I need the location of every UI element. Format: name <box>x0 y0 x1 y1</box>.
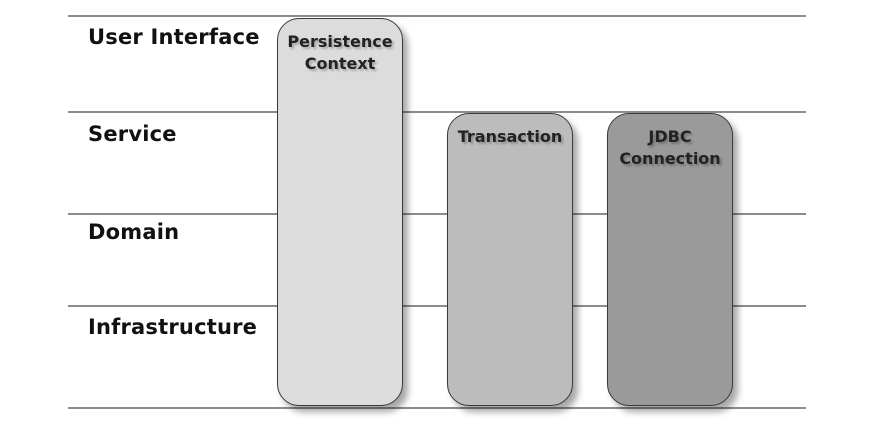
jdbc-connection-scope: JDBC Connection <box>607 113 733 406</box>
persistence-context-scope: Persistence Context <box>277 18 403 406</box>
layer-divider-top <box>68 15 806 17</box>
transaction-scope: Transaction <box>447 113 573 406</box>
layer-label-domain: Domain <box>88 220 180 244</box>
layer-label-user-interface: User Interface <box>88 25 260 49</box>
layer-divider-bottom <box>68 407 806 409</box>
transaction-label: Transaction <box>457 127 563 146</box>
layer-divider-ui-service <box>68 111 806 113</box>
layer-label-service: Service <box>88 122 177 146</box>
layer-divider-service-domain <box>68 213 806 215</box>
jdbc-connection-label: JDBC Connection <box>619 127 721 168</box>
layer-divider-domain-infrastructure <box>68 305 806 307</box>
layer-label-infrastructure: Infrastructure <box>88 315 258 339</box>
persistence-context-label: Persistence Context <box>287 32 393 73</box>
